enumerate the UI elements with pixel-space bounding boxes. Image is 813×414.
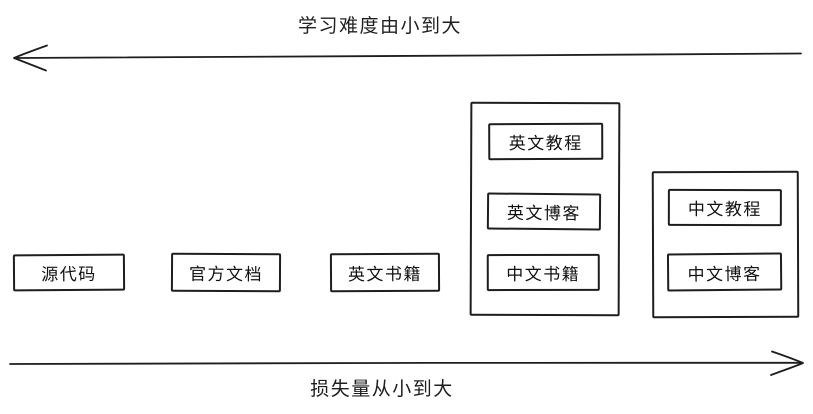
box-source-code: 源代码	[12, 253, 126, 292]
loss-arrow-right	[9, 350, 804, 376]
difficulty-arrow-left	[13, 44, 802, 72]
box-label: 源代码	[41, 264, 97, 285]
box-label: 英文教程	[508, 133, 583, 154]
box-chinese-blogs: 中文博客	[666, 252, 783, 292]
box-label: 中文教程	[687, 199, 762, 220]
box-label: 官方文档	[188, 264, 264, 285]
bottom-axis-label: 损失量从小到大	[310, 379, 454, 400]
top-axis-label: 学习难度由小到大	[297, 16, 462, 37]
box-english-books: 英文书籍	[329, 252, 441, 293]
box-label: 中文博客	[687, 264, 762, 284]
box-official-docs: 官方文档	[170, 252, 282, 293]
box-label: 中文书籍	[506, 264, 581, 285]
group-english-chinese-mix: 英文教程 英文博客 中文书籍	[469, 101, 621, 317]
box-label: 英文书籍	[347, 264, 423, 285]
group-chinese: 中文教程 中文博客	[651, 170, 800, 319]
box-english-tutorials: 英文教程	[488, 122, 604, 161]
box-chinese-tutorials: 中文教程	[667, 188, 782, 227]
box-chinese-books: 中文书籍	[486, 253, 600, 292]
box-english-blogs: 英文博客	[486, 192, 602, 231]
box-label: 英文博客	[506, 203, 582, 224]
